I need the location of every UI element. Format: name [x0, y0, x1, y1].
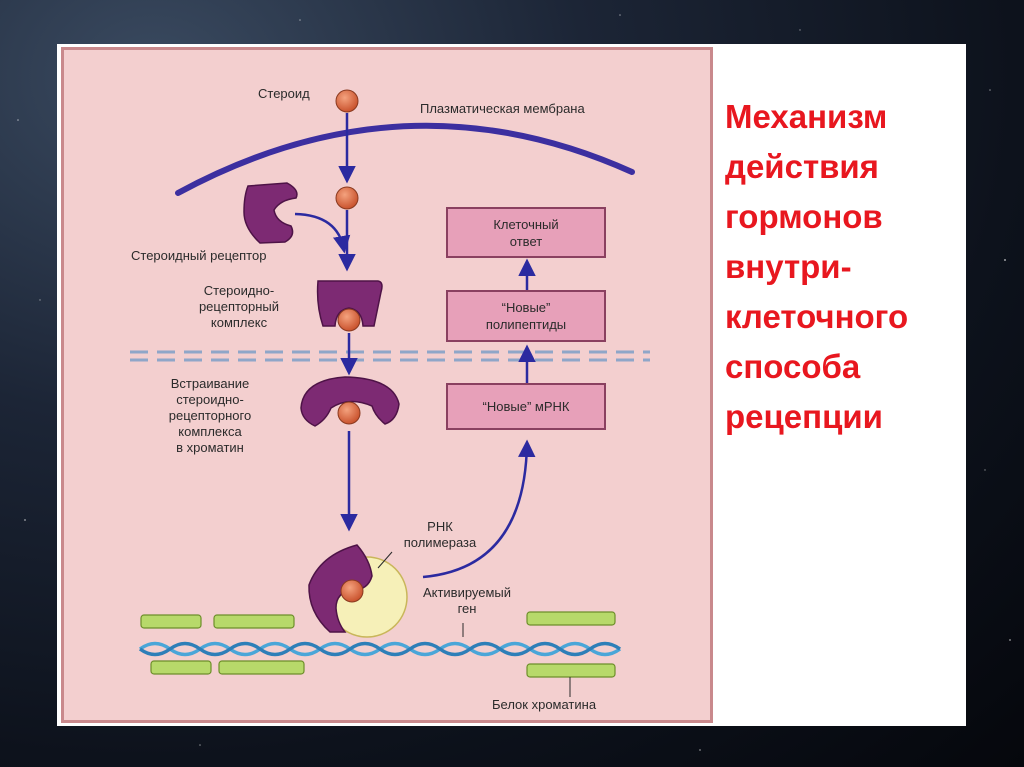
embed-label-line5: в хроматин: [176, 440, 244, 455]
title-line-5: клеточного: [725, 298, 909, 335]
membrane-label: Плазматическая мембрана: [420, 101, 585, 116]
rna-pol-pointer: [377, 551, 393, 569]
title-line-7: рецепции: [725, 398, 883, 435]
rna-pol-label-line1: РНК: [427, 519, 453, 534]
complex-label-line1: Стероидно-: [203, 283, 275, 298]
active-gene-label: Активируемый ген: [407, 585, 527, 617]
steroid-receptor-shape: [243, 182, 298, 244]
arrow-gene-to-mrna: [422, 439, 536, 579]
embed-label-line4: комплекса: [178, 424, 242, 439]
steroid-ball-outside: [335, 89, 359, 113]
embed-label-line2: стероидно-: [176, 392, 244, 407]
chromatin-protein-label: Белок хроматина: [492, 697, 597, 712]
embed-label-line1: Встраивание: [170, 376, 250, 391]
title-line-6: способа: [725, 348, 861, 385]
arrow-receptor-binding: [294, 212, 351, 254]
active-gene-label-line2: ген: [457, 601, 477, 616]
cell-response-box: Клеточный ответ: [446, 207, 606, 258]
new-mrna-box: “Новые” мРНК: [446, 383, 606, 430]
steroid-ball-embedded: [337, 401, 361, 425]
title-line-2: действия: [725, 148, 879, 185]
bound-receptor-shape: [308, 544, 373, 633]
title-line-3: гормонов: [725, 198, 883, 235]
complex-label-line2: рецепторный: [198, 299, 280, 314]
active-gene-label-line1: Активируемый: [422, 585, 512, 600]
title-line-1: Механизм: [725, 98, 888, 135]
embed-label: Встраивание стероидно- рецепторного комп…: [145, 376, 275, 456]
complex-label: Стероидно- рецепторный комплекс: [180, 283, 298, 331]
title-line-4: внутри-: [725, 248, 852, 285]
steroid-ball-gene: [340, 579, 364, 603]
rna-pol-label-line2: полимераза: [403, 535, 477, 550]
steroid-ball-complex: [337, 308, 361, 332]
nuclear-membrane: [130, 350, 650, 362]
embedded-complex-shape: [300, 376, 400, 427]
steroid-receptor-label: Стероидный рецептор: [131, 248, 267, 263]
embed-label-line3: рецепторного: [168, 408, 252, 423]
chromatin-protein-bars: [140, 611, 616, 678]
steroid-ball-inside: [335, 186, 359, 210]
slide-title: Механизм действия гормонов внутри- клето…: [725, 92, 960, 442]
dna-helix: [138, 641, 622, 657]
complex-label-line3: комплекс: [210, 315, 268, 330]
rna-polymerase-label: РНК полимераза: [390, 519, 490, 551]
new-polypeptides-box: “Новые” полипептиды: [446, 290, 606, 342]
steroid-label: Стероид: [258, 86, 310, 101]
plasma-membrane: [175, 122, 635, 196]
receptor-complex-shape: [316, 280, 383, 327]
